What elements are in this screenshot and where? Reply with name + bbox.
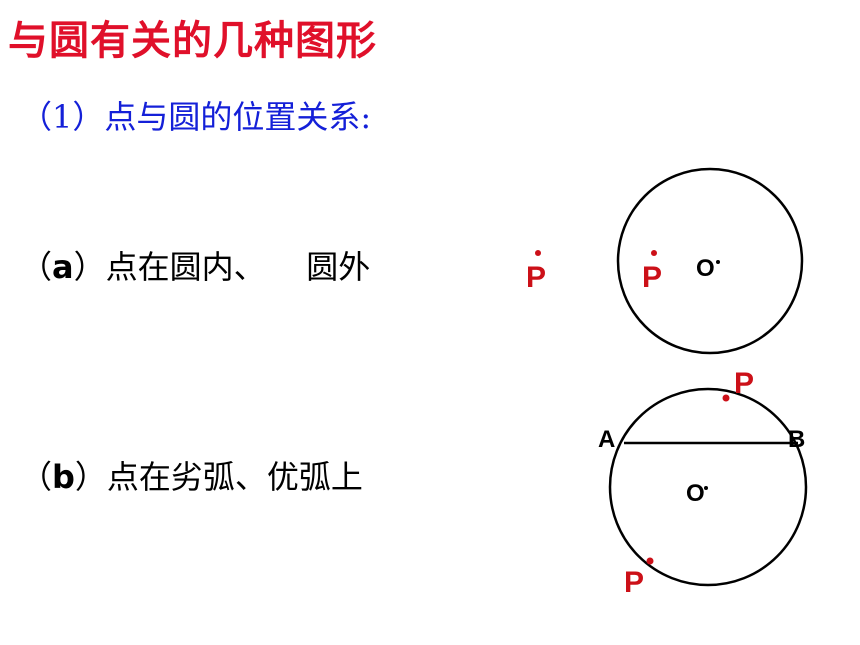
section-heading: （1）点与圆的位置关系:	[20, 98, 372, 136]
case-a-label: ）点在圆内、 圆外	[73, 248, 371, 286]
center-a-label: O	[696, 255, 715, 282]
diagram-point-on-arcs: A B P O P	[598, 367, 808, 599]
chord-label-b: B	[788, 426, 805, 453]
point-inside-dot	[651, 250, 657, 256]
circle-b	[608, 387, 808, 587]
case-a-open: （	[20, 248, 53, 286]
case-a-letter: a	[52, 248, 74, 286]
center-b-label: O	[686, 480, 705, 507]
chord-label-a: A	[598, 426, 615, 453]
point-minor-arc-label: P	[734, 367, 754, 400]
circle-a	[616, 167, 804, 355]
center-a-dot	[716, 260, 720, 264]
diagram-point-inside-outside: P P O	[526, 167, 804, 355]
point-outside-dot	[535, 250, 541, 256]
case-b-letter: b	[52, 458, 75, 496]
point-minor-arc-dot	[722, 394, 730, 402]
case-b-label: ）点在劣弧、优弧上	[74, 458, 363, 496]
case-a-text: （a）点在圆内、 圆外	[20, 242, 370, 288]
point-major-arc-label: P	[624, 566, 644, 599]
slide-title: 与圆有关的几种图形	[8, 18, 377, 64]
center-b-dot	[704, 486, 708, 490]
case-b-open: （	[20, 458, 53, 496]
point-outside-label: P	[526, 261, 546, 294]
case-b-text: （b）点在劣弧、优弧上	[20, 452, 363, 498]
point-inside-label: P	[642, 261, 662, 294]
point-major-arc-dot	[646, 557, 654, 565]
